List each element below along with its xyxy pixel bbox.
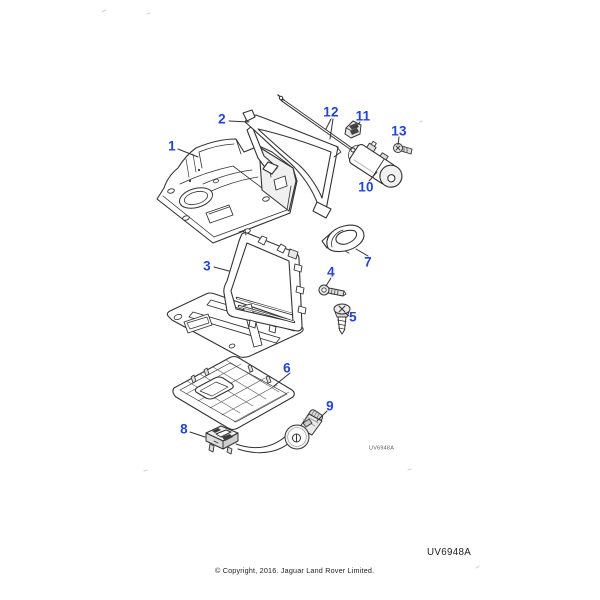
- callout-2: 2: [218, 111, 226, 127]
- part-13-screw: [393, 143, 413, 155]
- callout-3: 3: [203, 258, 211, 274]
- part-7-finisher: [321, 224, 365, 254]
- part-12-rod: [277, 94, 356, 153]
- callout-12: 12: [323, 104, 339, 120]
- diagram-code: UV6948A: [427, 547, 472, 558]
- callout-1: 1: [168, 138, 176, 154]
- copyright-notice: © Copyright, 2016. Jaguar Land Rover Lim…: [215, 566, 375, 575]
- callout-6: 6: [283, 360, 291, 376]
- callout-8: 8: [180, 421, 188, 437]
- callout-5: 5: [349, 309, 357, 325]
- diagram-code-watermark: UV6948A: [369, 445, 395, 452]
- callout-4: 4: [327, 264, 335, 280]
- callout-11: 11: [355, 108, 371, 124]
- part-4-screw: [318, 284, 347, 297]
- callout-13: 13: [391, 123, 407, 139]
- part-2-bracket: [242, 109, 342, 219]
- part-6-panel: [172, 355, 295, 431]
- cable-leaders: [235, 433, 293, 454]
- part-5-screw: [333, 303, 351, 335]
- callout-7: 7: [364, 254, 372, 270]
- part-9-lock-cylinder: [284, 409, 324, 450]
- scan-specks: [101, 9, 480, 569]
- part-1-housing: [156, 138, 298, 244]
- callout-9: 9: [326, 398, 334, 414]
- part-3-frame: [223, 229, 307, 334]
- part-8-latch: [205, 425, 239, 455]
- part-10-damper: [348, 140, 403, 188]
- callout-10: 10: [358, 179, 374, 195]
- callout-leader-lines: [177, 118, 400, 438]
